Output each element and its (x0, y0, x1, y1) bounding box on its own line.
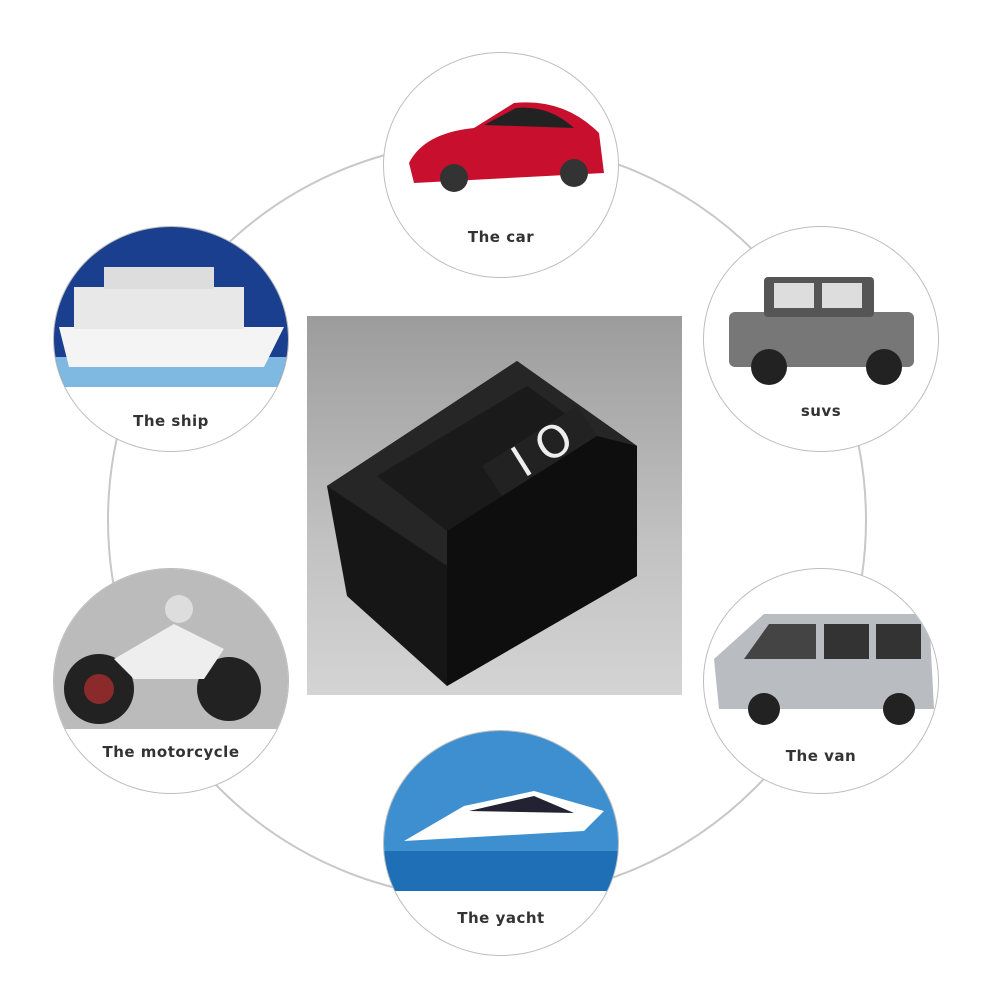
yacht-icon (384, 731, 618, 891)
bubble-ship: The ship (53, 226, 289, 452)
bubble-motorcycle: The motorcycle (53, 568, 289, 794)
label-car: The car (467, 228, 535, 246)
bubble-suvs: suvs (703, 226, 939, 452)
ship-icon (54, 227, 288, 387)
label-van: The van (785, 747, 857, 765)
label-motorcycle: The motorcycle (102, 743, 240, 761)
van-icon (714, 614, 934, 725)
label-ship: The ship (133, 412, 209, 430)
rocker-switch-icon: I O (327, 361, 637, 686)
bubble-car: The car (383, 52, 619, 278)
car-icon (409, 102, 604, 192)
suv-icon (729, 277, 914, 385)
bubble-yacht: The yacht (383, 730, 619, 956)
label-yacht: The yacht (457, 909, 545, 927)
label-suvs: suvs (800, 402, 842, 420)
rocker-switch-photo: I O (307, 316, 682, 695)
bubble-van: The van (703, 568, 939, 794)
motorcycle-icon (54, 569, 288, 729)
